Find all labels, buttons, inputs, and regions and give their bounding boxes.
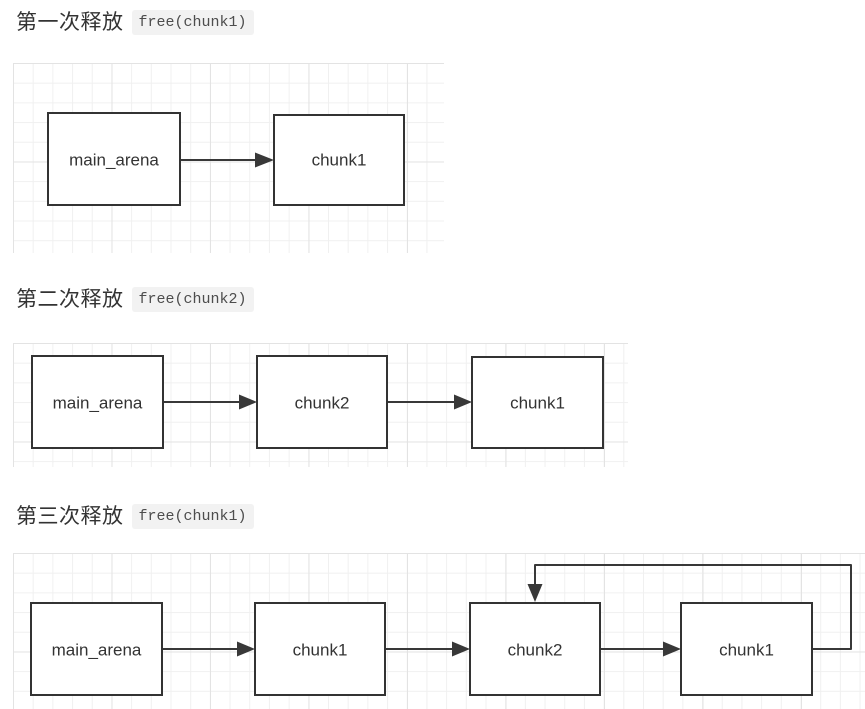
section-2-heading: 第二次释放 free(chunk2) — [16, 286, 254, 313]
node-label: main_arena — [53, 394, 143, 413]
node-main-arena: main_arena — [31, 355, 164, 449]
node-label: chunk1 — [510, 394, 565, 413]
node-main-arena: main_arena — [30, 602, 163, 696]
node-chunk2: chunk2 — [469, 602, 601, 696]
heading-text: 第一次释放 — [16, 11, 124, 34]
arrowhead-down — [527, 584, 543, 602]
node-box — [256, 355, 388, 449]
arrow-main-arena-to-chunk1 — [180, 152, 274, 168]
node-main-arena: main_arena — [47, 112, 181, 206]
node-box — [469, 602, 601, 696]
arrowhead — [454, 394, 472, 410]
loop-line — [534, 564, 852, 650]
section-3-heading: 第三次释放 free(chunk1) — [16, 503, 254, 530]
node-label: chunk1 — [719, 641, 774, 660]
node-chunk1: chunk1 — [254, 602, 386, 696]
arrowhead — [237, 641, 255, 657]
node-label: chunk1 — [312, 151, 367, 170]
arrowhead — [452, 641, 470, 657]
loop-arrow-chunk1-to-chunk2 — [527, 564, 852, 650]
node-label: main_arena — [52, 641, 142, 660]
node-box — [254, 602, 386, 696]
arrow-chunk1-to-chunk2 — [385, 641, 470, 657]
inline-code: free(chunk1) — [131, 10, 254, 35]
node-box — [30, 602, 163, 696]
node-box — [31, 355, 164, 449]
node-label: chunk2 — [508, 641, 563, 660]
section-1-heading: 第一次释放 free(chunk1) — [16, 9, 254, 36]
node-label: chunk1 — [293, 641, 348, 660]
node-chunk1-duplicate: chunk1 — [680, 602, 813, 696]
arrow-chunk2-to-chunk1 — [387, 394, 472, 410]
inline-code: free(chunk2) — [131, 287, 254, 312]
arrow-main-arena-to-chunk1 — [162, 641, 255, 657]
node-chunk1: chunk1 — [471, 356, 604, 449]
arrowhead — [239, 394, 257, 410]
node-box — [47, 112, 181, 206]
arrow-main-arena-to-chunk2 — [163, 394, 257, 410]
arrowhead — [663, 641, 681, 657]
diagram-third-free: main_arena chunk1 chunk2 chunk1 — [13, 553, 865, 709]
heading-text: 第二次释放 — [16, 288, 124, 311]
arrowhead — [255, 152, 274, 168]
arrow-chunk2-to-chunk1 — [600, 641, 681, 657]
node-chunk2: chunk2 — [256, 355, 388, 449]
node-box — [471, 356, 604, 449]
heading-text: 第三次释放 — [16, 505, 124, 528]
node-label: main_arena — [69, 151, 159, 170]
diagram-second-free: main_arena chunk2 chunk1 — [13, 343, 628, 467]
node-box — [273, 114, 405, 206]
diagram-first-free: main_arena chunk1 — [13, 63, 444, 253]
node-label: chunk2 — [295, 394, 350, 413]
node-chunk1: chunk1 — [273, 114, 405, 206]
inline-code: free(chunk1) — [131, 504, 254, 529]
node-box — [680, 602, 813, 696]
